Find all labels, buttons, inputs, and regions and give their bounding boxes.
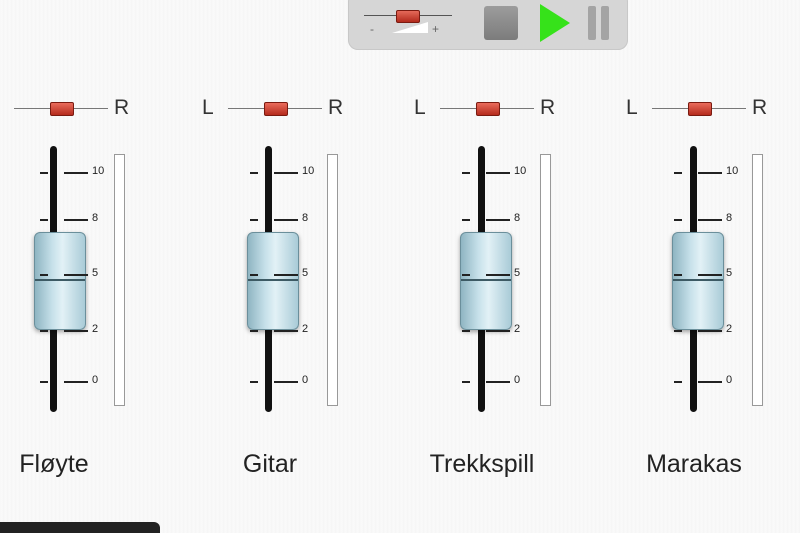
level-meter bbox=[327, 154, 338, 406]
scale-tick-left bbox=[674, 381, 682, 383]
pan-right-label: R bbox=[540, 96, 556, 119]
channel-strip-marakas: L R Marakas 10 8 5 2 0 bbox=[626, 0, 800, 533]
scale-tick-left bbox=[674, 219, 682, 221]
scale-tick-right bbox=[274, 381, 298, 383]
scale-label: 10 bbox=[514, 165, 527, 177]
scale-tick-right bbox=[698, 330, 722, 332]
scale-tick-left bbox=[40, 330, 48, 332]
channel-strip-gitar: L R Gitar 10 8 5 2 0 bbox=[202, 0, 410, 533]
scale-tick-right bbox=[486, 330, 510, 332]
pan-left-label: L bbox=[626, 96, 638, 119]
scale-tick-right bbox=[274, 274, 298, 276]
scale-label: 5 bbox=[92, 267, 99, 279]
scale-label: 8 bbox=[302, 212, 309, 224]
scale-tick-right bbox=[486, 274, 510, 276]
scale-tick-left bbox=[674, 330, 682, 332]
scale-tick-left bbox=[40, 219, 48, 221]
scale-tick-left bbox=[250, 330, 258, 332]
scale-tick-right bbox=[698, 172, 722, 174]
stop-button[interactable] bbox=[484, 6, 518, 40]
scale-tick-left bbox=[250, 219, 258, 221]
scale-tick-right bbox=[64, 274, 88, 276]
scale-label: 2 bbox=[514, 323, 521, 335]
scale-tick-left bbox=[462, 219, 470, 221]
scale-label: 8 bbox=[726, 212, 733, 224]
scale-tick-left bbox=[40, 172, 48, 174]
play-button[interactable] bbox=[540, 4, 570, 42]
scale-tick-right bbox=[274, 330, 298, 332]
channel-name: Marakas bbox=[646, 450, 742, 478]
volume-minus-label: - bbox=[370, 22, 374, 36]
volume-plus-label: + bbox=[432, 22, 440, 36]
scale-tick-left bbox=[674, 274, 682, 276]
scale-label: 2 bbox=[302, 323, 309, 335]
scale-tick-right bbox=[64, 330, 88, 332]
volume-fader[interactable] bbox=[247, 232, 299, 330]
scale-label: 0 bbox=[92, 374, 99, 386]
scale-tick-right bbox=[486, 381, 510, 383]
pan-left-label: L bbox=[414, 96, 426, 119]
scale-tick-right bbox=[486, 172, 510, 174]
scale-label: 2 bbox=[726, 323, 733, 335]
volume-wedge-icon bbox=[392, 22, 428, 33]
scale-label: 2 bbox=[92, 323, 99, 335]
scale-tick-right bbox=[698, 219, 722, 221]
volume-fader[interactable] bbox=[34, 232, 86, 330]
scale-tick-left bbox=[462, 381, 470, 383]
pause-button[interactable] bbox=[588, 6, 612, 40]
scale-label: 10 bbox=[726, 165, 739, 177]
scale-tick-right bbox=[64, 381, 88, 383]
volume-fader[interactable] bbox=[460, 232, 512, 330]
pan-knob[interactable] bbox=[50, 102, 74, 116]
pan-knob[interactable] bbox=[264, 102, 288, 116]
scale-tick-left bbox=[674, 172, 682, 174]
scale-label: 0 bbox=[726, 374, 733, 386]
pan-left-label: L bbox=[202, 96, 214, 119]
scale-label: 8 bbox=[92, 212, 99, 224]
scale-label: 5 bbox=[514, 267, 521, 279]
scale-label: 0 bbox=[514, 374, 521, 386]
level-meter bbox=[752, 154, 763, 406]
scale-label: 5 bbox=[302, 267, 309, 279]
channel-name: Gitar bbox=[242, 450, 298, 478]
pan-right-label: R bbox=[114, 96, 130, 119]
scale-tick-right bbox=[274, 172, 298, 174]
scale-tick-left bbox=[250, 274, 258, 276]
bottom-edge-bar bbox=[0, 522, 160, 533]
scale-tick-right bbox=[698, 274, 722, 276]
pan-knob[interactable] bbox=[688, 102, 712, 116]
level-meter bbox=[540, 154, 551, 406]
channel-strip-trekkspill: L R Trekkspill 10 8 5 2 0 bbox=[414, 0, 622, 533]
level-meter bbox=[114, 154, 125, 406]
pan-right-label: R bbox=[328, 96, 344, 119]
pan-right-label: R bbox=[752, 96, 768, 119]
scale-tick-right bbox=[486, 219, 510, 221]
transport-bar: - + bbox=[348, 0, 628, 50]
channel-name: Trekkspill bbox=[429, 450, 535, 478]
scale-tick-right bbox=[698, 381, 722, 383]
scale-tick-right bbox=[64, 219, 88, 221]
volume-fader[interactable] bbox=[672, 232, 724, 330]
scale-tick-left bbox=[462, 330, 470, 332]
pan-knob[interactable] bbox=[476, 102, 500, 116]
scale-label: 0 bbox=[302, 374, 309, 386]
scale-label: 10 bbox=[92, 165, 105, 177]
scale-tick-left bbox=[40, 274, 48, 276]
scale-tick-right bbox=[64, 172, 88, 174]
channel-name: Fløyte bbox=[19, 450, 89, 478]
scale-label: 10 bbox=[302, 165, 315, 177]
scale-tick-left bbox=[250, 381, 258, 383]
scale-tick-left bbox=[250, 172, 258, 174]
scale-tick-left bbox=[462, 172, 470, 174]
scale-tick-left bbox=[40, 381, 48, 383]
scale-tick-right bbox=[274, 219, 298, 221]
scale-label: 8 bbox=[514, 212, 521, 224]
scale-label: 5 bbox=[726, 267, 733, 279]
scale-tick-left bbox=[462, 274, 470, 276]
